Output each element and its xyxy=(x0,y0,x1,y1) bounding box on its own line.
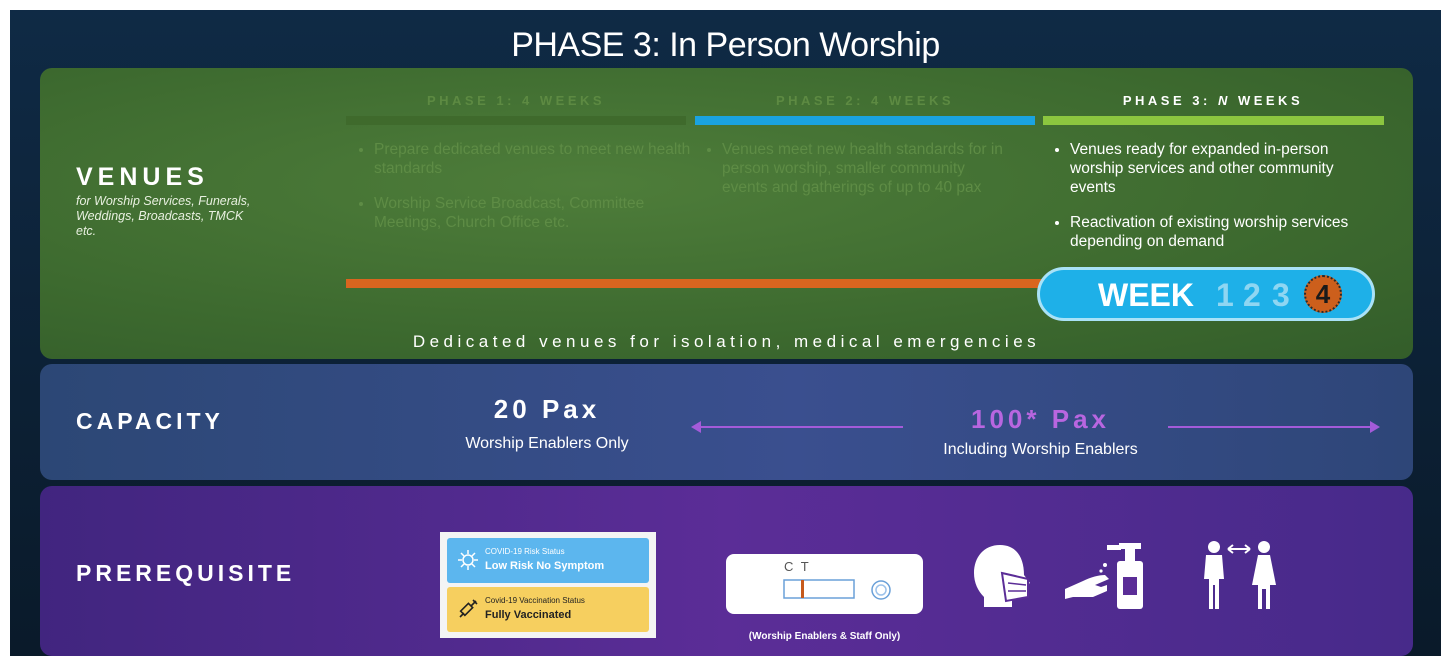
health-status-card: COVID-19 Risk Status Low Risk No Symptom… xyxy=(440,532,656,638)
phase-3-item: Venues ready for expanded in-person wors… xyxy=(1070,140,1370,197)
test-kit-marks: C T xyxy=(784,559,811,574)
capacity-current-value: 20 Pax xyxy=(493,394,601,424)
week-number: 2 xyxy=(1243,277,1261,313)
arrow-left-icon xyxy=(691,421,903,433)
capacity-next-desc: Including Worship Enablers xyxy=(943,441,1138,458)
week-label: WEEK xyxy=(1098,277,1194,313)
capacity-current-desc: Worship Enablers Only xyxy=(465,435,629,452)
phase-3-bar xyxy=(1043,116,1384,125)
phase-1-bar xyxy=(346,116,686,125)
capacity-next-value: 100* Pax xyxy=(971,404,1110,434)
vaccination-status-label: Covid-19 Vaccination Status xyxy=(485,596,585,605)
social-distancing-icon xyxy=(1204,541,1276,609)
venues-heading: VENUES xyxy=(76,163,209,191)
capacity-panel: CAPACITY 20 Pax Worship Enablers Only 10… xyxy=(40,364,1413,480)
test-kit-caption: (Worship Enablers & Staff Only) xyxy=(748,631,901,642)
risk-status-value: Low Risk No Symptom xyxy=(485,560,605,572)
prerequisite-heading: PREREQUISITE xyxy=(76,560,296,586)
syringe-icon xyxy=(459,599,478,618)
arrow-right-icon xyxy=(1168,421,1380,433)
phase-1-list: Prepare dedicated venues to meet new hea… xyxy=(354,140,694,248)
isolation-note: Dedicated venues for isolation, medical … xyxy=(412,332,1041,351)
phase-3-item: Reactivation of existing worship service… xyxy=(1070,213,1370,251)
week-number: 3 xyxy=(1272,277,1290,313)
test-kit-drawing xyxy=(783,579,891,600)
week-current-badge: 4 xyxy=(1304,275,1342,313)
risk-status-label: COVID-19 Risk Status xyxy=(485,547,565,556)
phase-3-list: Venues ready for expanded in-person wors… xyxy=(1050,140,1370,267)
phase-2-bar xyxy=(695,116,1035,125)
antigen-test-kit-icon: C T xyxy=(726,554,923,614)
face-mask-icon xyxy=(974,545,1030,607)
vaccination-status-value: Fully Vaccinated xyxy=(485,609,572,621)
phase-2-item: Venues meet new health standards for in … xyxy=(722,140,1012,197)
virus-icon xyxy=(458,550,478,570)
phase-1-item: Worship Service Broadcast, Committee Mee… xyxy=(374,194,694,232)
week-number: 1 xyxy=(1216,277,1234,313)
risk-status: COVID-19 Risk Status Low Risk No Symptom xyxy=(447,538,649,583)
timeline-bar xyxy=(346,279,1046,288)
prerequisite-panel: PREREQUISITE COVID-19 Risk Status Low Ri… xyxy=(40,486,1413,656)
phase-1-label: PHASE 1: 4 WEEKS xyxy=(426,93,606,108)
phase-1-item: Prepare dedicated venues to meet new hea… xyxy=(374,140,694,178)
page-title: PHASE 3: In Person Worship xyxy=(511,26,940,64)
phase-2-label: PHASE 2: 4 WEEKS xyxy=(775,93,955,108)
slide: PHASE 3: In Person Worship VENUES for Wo… xyxy=(10,10,1441,656)
vaccination-status: Covid-19 Vaccination Status Fully Vaccin… xyxy=(447,587,649,632)
venues-subheading: for Worship Services, Funerals, Weddings… xyxy=(76,194,251,238)
venues-panel: VENUES for Worship Services, Funerals, W… xyxy=(40,68,1413,359)
phase-2-list: Venues meet new health standards for in … xyxy=(702,140,1012,213)
week-indicator: WEEK 1 2 3 4 xyxy=(1037,267,1375,321)
hand-sanitizer-icon xyxy=(1065,543,1143,609)
phase-3-label: PHASE 3: N WEEKS xyxy=(1122,93,1304,108)
capacity-heading: CAPACITY xyxy=(76,408,224,434)
